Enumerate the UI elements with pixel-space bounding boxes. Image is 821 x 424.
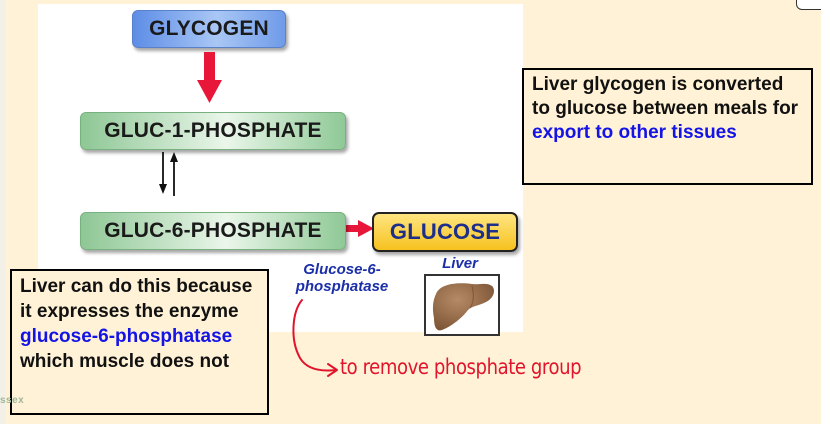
node-glucose-label: GLUCOSE <box>389 219 501 244</box>
node-glycogen-label: GLYCOGEN <box>149 17 269 40</box>
arrow-glycogen-to-g1p <box>197 52 222 103</box>
enzyme-label-line2: phosphatase <box>295 278 389 295</box>
enzyme-label: Glucose-6- phosphatase <box>284 261 400 295</box>
corner-frame <box>796 0 821 10</box>
enzyme-label-line1: Glucose-6- <box>303 261 381 278</box>
liver-label: Liver <box>442 255 478 272</box>
note-left-highlight: glucose-6-phosphatase <box>20 326 233 347</box>
liver-organ-icon <box>432 283 494 331</box>
reversible-arrows-g1p-g6p <box>159 152 178 196</box>
node-glucose: GLUCOSE <box>372 212 518 252</box>
node-gluc-6-phosphate-label: GLUC-6-PHOSPHATE <box>104 219 322 242</box>
node-gluc-1-phosphate: GLUC-1-PHOSPHATE <box>80 112 346 150</box>
node-gluc-1-phosphate-label: GLUC-1-PHOSPHATE <box>104 119 322 142</box>
node-glycogen: GLYCOGEN <box>132 10 286 48</box>
note-liver-expresses-enzyme: Liver can do this because it expresses t… <box>10 269 269 415</box>
watermark: ssex <box>0 395 25 406</box>
note-right-text: Liver glycogen is converted to glucose b… <box>532 74 799 119</box>
note-left-text-2: which muscle does not <box>20 351 230 372</box>
note-left-text-1: Liver can do this because it expresses t… <box>20 276 253 322</box>
note-liver-glycogen-export: Liver glycogen is converted to glucose b… <box>522 68 813 185</box>
liver-image-frame <box>424 274 500 336</box>
left-edge-strip <box>0 0 6 424</box>
node-gluc-6-phosphate: GLUC-6-PHOSPHATE <box>80 212 346 250</box>
handwritten-annotation: to remove phosphate group <box>340 355 582 379</box>
note-right-highlight: export to other tissues <box>532 122 737 143</box>
